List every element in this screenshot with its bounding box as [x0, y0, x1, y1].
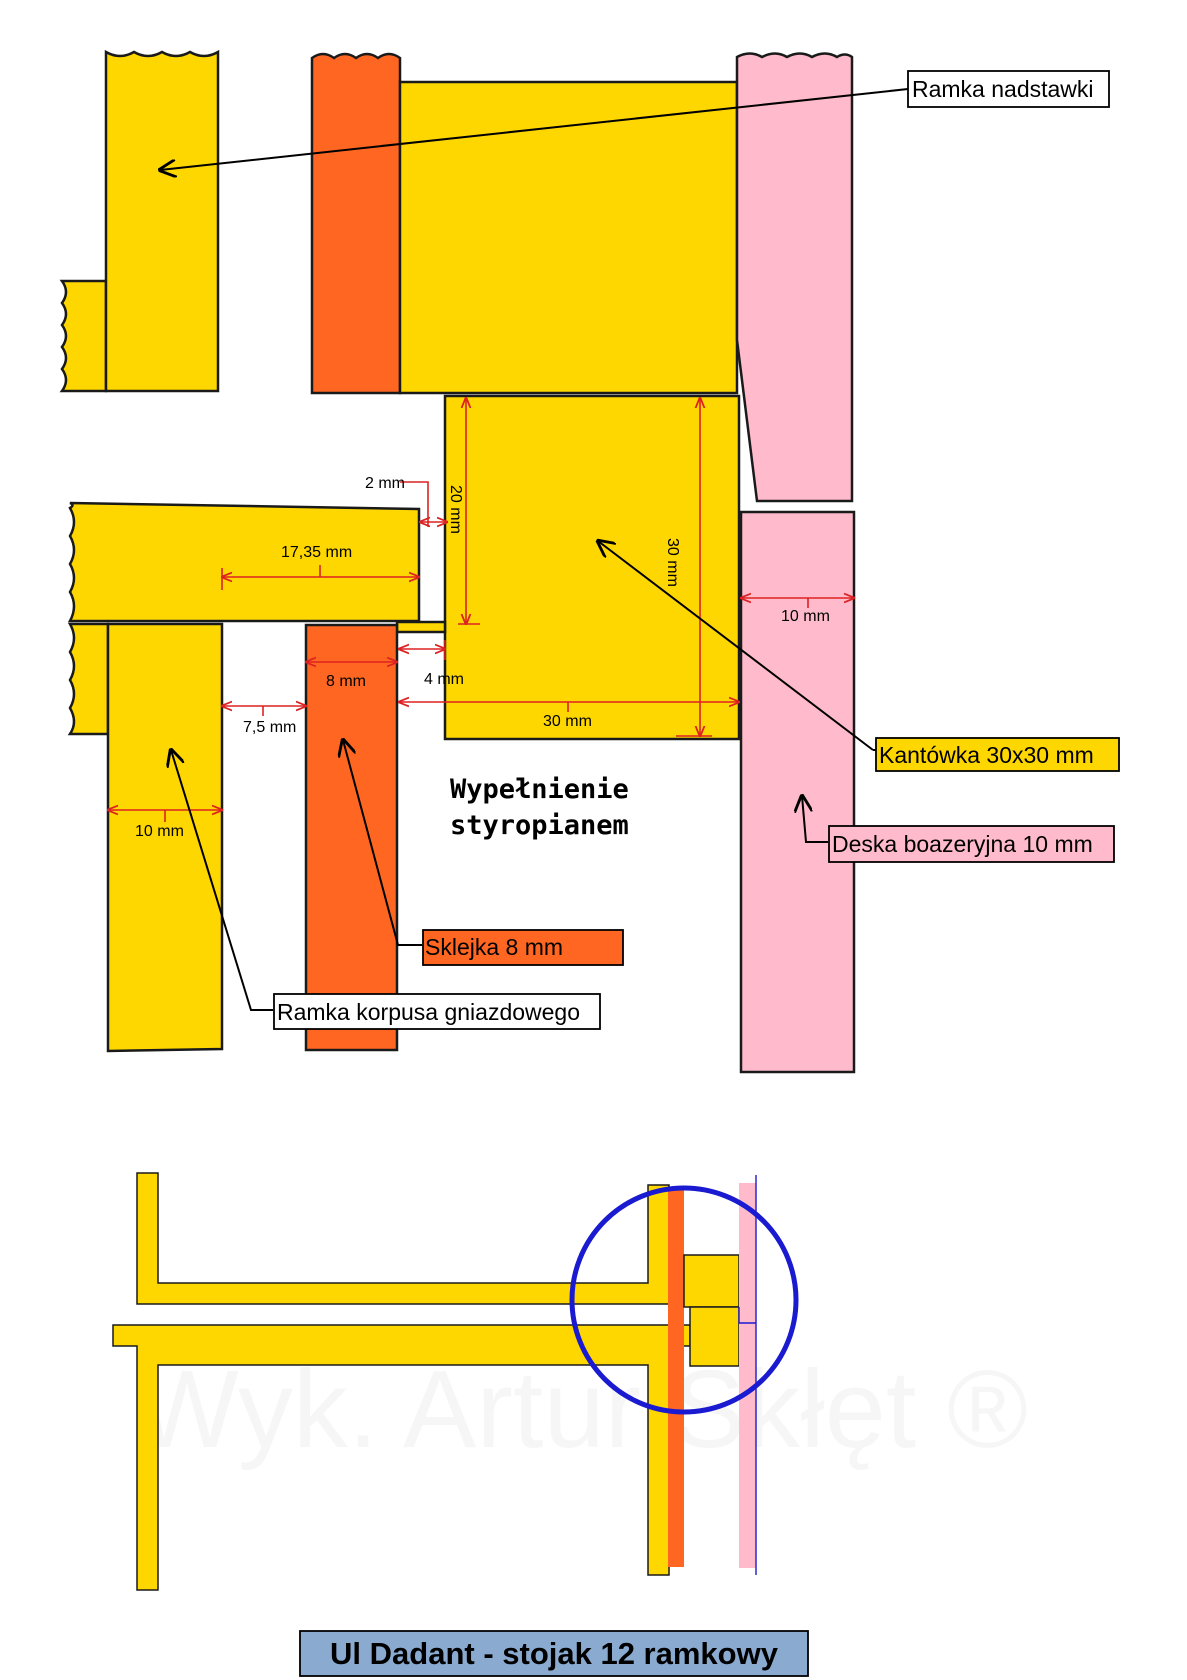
overview-paneling-strip — [739, 1183, 756, 1568]
overview-upper-frame — [136, 1172, 670, 1305]
diagram-title: Ul Dadant - stojak 12 ramkowy — [330, 1636, 779, 1671]
label-box-sklejka — [422, 929, 624, 966]
upper-frame-top-bar — [59, 279, 108, 393]
overview-beam-lower — [689, 1306, 740, 1367]
label-box-deska — [828, 825, 1115, 863]
watermark: Wyk. Artur Skłęt ® — [135, 1348, 1028, 1471]
dim-7-5mm: 7,5 mm — [243, 719, 296, 736]
beam-30x30 — [443, 394, 741, 741]
label-ramka-korpusa: Ramka korpusa gniazdowego — [277, 999, 580, 1025]
lower-paneling-board — [739, 510, 856, 1074]
label-box-ramka-korpusa — [273, 993, 601, 1030]
dimension-lines — [108, 398, 854, 822]
dim-4mm: 4 mm — [424, 671, 464, 688]
upper-beam-block — [398, 80, 739, 395]
upper-frame-side-bar — [104, 49, 220, 393]
lower-frame-step — [395, 620, 447, 634]
overview-drawing — [112, 1172, 799, 1591]
overview-beam-upper — [683, 1254, 740, 1308]
dim-10mm-pink: 10 mm — [781, 608, 830, 625]
detail-highlight-circle — [569, 1185, 799, 1415]
upper-frame-group — [59, 49, 220, 393]
note-line-1: Wypełnienie — [450, 774, 629, 805]
dim-17-35mm: 17,35 mm — [281, 544, 352, 561]
overview-plywood-strip — [668, 1187, 684, 1567]
label-deska: Deska boazeryjna 10 mm — [832, 831, 1093, 857]
dim-30mm-vertical: 30 mm — [664, 538, 681, 587]
upper-paneling-board — [735, 52, 854, 503]
overview-step-line — [738, 1307, 756, 1324]
dim-2mm: 2 mm — [365, 475, 405, 492]
lower-frame-stub — [67, 622, 110, 736]
label-ramka-nadstawki: Ramka nadstawki — [912, 76, 1094, 102]
label-box-kantowka — [875, 737, 1120, 772]
label-kantowka: Kantówka 30x30 mm — [879, 742, 1094, 768]
note-line-2: styropianem — [450, 810, 629, 841]
dimension-labels: 2 mm 20 mm 30 mm 17,35 mm 10 mm 8 mm 4 m… — [135, 475, 830, 840]
lower-frame-top-bar — [67, 501, 421, 623]
lower-plywood-board — [304, 623, 399, 1052]
dim-8mm: 8 mm — [326, 673, 366, 690]
dim-20mm: 20 mm — [447, 485, 464, 534]
dim-10mm-frame: 10 mm — [135, 823, 184, 840]
upper-plywood-board — [310, 52, 402, 395]
leader-lines — [160, 88, 909, 1011]
label-box-ramka-nadstawki — [907, 70, 1110, 108]
label-sklejka: Sklejka 8 mm — [425, 934, 563, 960]
title-box — [299, 1630, 809, 1677]
dim-30mm-horizontal: 30 mm — [543, 713, 592, 730]
lower-frame-side-bar — [106, 622, 224, 1053]
